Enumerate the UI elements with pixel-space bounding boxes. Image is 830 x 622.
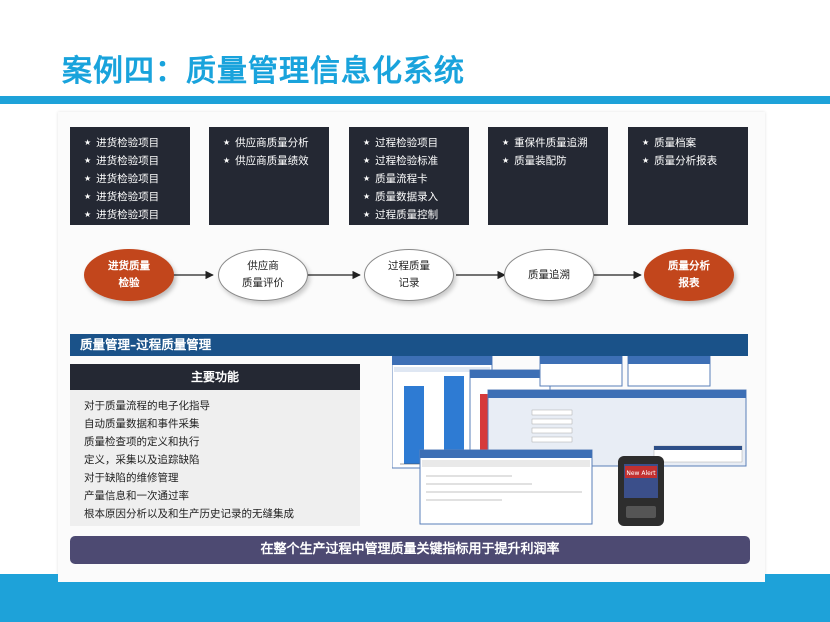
feature-item: 质量数据录入: [363, 188, 463, 206]
title-underline: [0, 96, 830, 104]
feature-item: 过程质量控制: [363, 206, 463, 224]
page-title: 案例四：质量管理信息化系统: [62, 54, 465, 89]
node-label-line2: 质量评价: [242, 277, 284, 289]
software-screenshots: New Alert: [392, 356, 747, 526]
node-quality-traceability: 质量追溯: [504, 249, 594, 301]
node-process-quality-record: 过程质量记录: [364, 249, 454, 301]
feature-item: 进货检验项目: [84, 188, 184, 206]
feature-item: 重保件质量追溯: [502, 134, 602, 152]
form-window: [487, 389, 747, 467]
feature-item: 进货检验项目: [84, 206, 184, 224]
node-label-line1: 供应商: [247, 260, 279, 272]
pda-device: New Alert: [618, 456, 664, 526]
function-item: 质量检查项的定义和执行: [84, 436, 200, 448]
feature-item: 进货检验项目: [84, 170, 184, 188]
panel-window: [539, 356, 711, 387]
node-label-line1: 质量分析: [668, 260, 710, 272]
card-bottom-edge: [58, 574, 765, 582]
feature-item: 质量档案: [642, 134, 742, 152]
functions-list: 对于质量流程的电子化指导 自动质量数据和事件采集 质量检查项的定义和执行 定义，…: [70, 390, 360, 526]
feature-box-incoming-inspection: 进货检验项目 进货检验项目 进货检验项目 进货检验项目 进货检验项目: [70, 127, 190, 225]
feature-item: 质量分析报表: [642, 152, 742, 170]
feature-item: 进货检验项目: [84, 152, 184, 170]
feature-item: 过程检验项目: [363, 134, 463, 152]
function-item: 根本原因分析以及和生产历史记录的无缝集成: [84, 508, 294, 520]
node-label-line1: 过程质量: [388, 260, 430, 272]
node-label-line2: 检验: [118, 277, 140, 289]
feature-item: 供应商质量绩效: [223, 152, 323, 170]
node-label-line1: 质量追溯: [528, 268, 570, 281]
function-item: 对于质量流程的电子化指导: [84, 400, 210, 412]
feature-box-supplier: 供应商质量分析 供应商质量绩效: [209, 127, 329, 225]
function-item: 定义，采集以及追踪缺陷: [84, 454, 200, 466]
node-label-line1: 进货质量: [108, 260, 150, 272]
feature-box-reports: 质量档案 质量分析报表: [628, 127, 748, 225]
feature-box-traceability: 重保件质量追溯 质量装配防: [488, 127, 608, 225]
email-window: [419, 449, 593, 525]
node-label-line2: 报表: [678, 277, 700, 289]
summary-banner: 在整个生产过程中管理质量关键指标用于提升利润率: [70, 536, 750, 564]
section-title-bar: 质量管理–过程质量管理: [70, 334, 748, 356]
node-incoming-inspection: 进货质量检验: [84, 249, 174, 301]
functions-header: 主要功能: [70, 364, 360, 390]
feature-item: 供应商质量分析: [223, 134, 323, 152]
function-item: 产量信息和一次通过率: [84, 490, 189, 502]
node-label-line2: 记录: [398, 277, 420, 289]
feature-item: 质量流程卡: [363, 170, 463, 188]
feature-box-process: 过程检验项目 过程检验标准 质量流程卡 质量数据录入 过程质量控制: [349, 127, 469, 225]
bottom-band: [0, 574, 830, 622]
feature-item: 进货检验项目: [84, 134, 184, 152]
function-item: 对于缺陷的维修管理: [84, 472, 179, 484]
pda-alert-text: New Alert: [626, 470, 656, 477]
feature-item: 过程检验标准: [363, 152, 463, 170]
node-supplier-evaluation: 供应商质量评价: [218, 249, 308, 301]
feature-item: 质量装配防: [502, 152, 602, 170]
node-quality-analysis-report: 质量分析报表: [644, 249, 734, 301]
function-item: 自动质量数据和事件采集: [84, 418, 200, 430]
